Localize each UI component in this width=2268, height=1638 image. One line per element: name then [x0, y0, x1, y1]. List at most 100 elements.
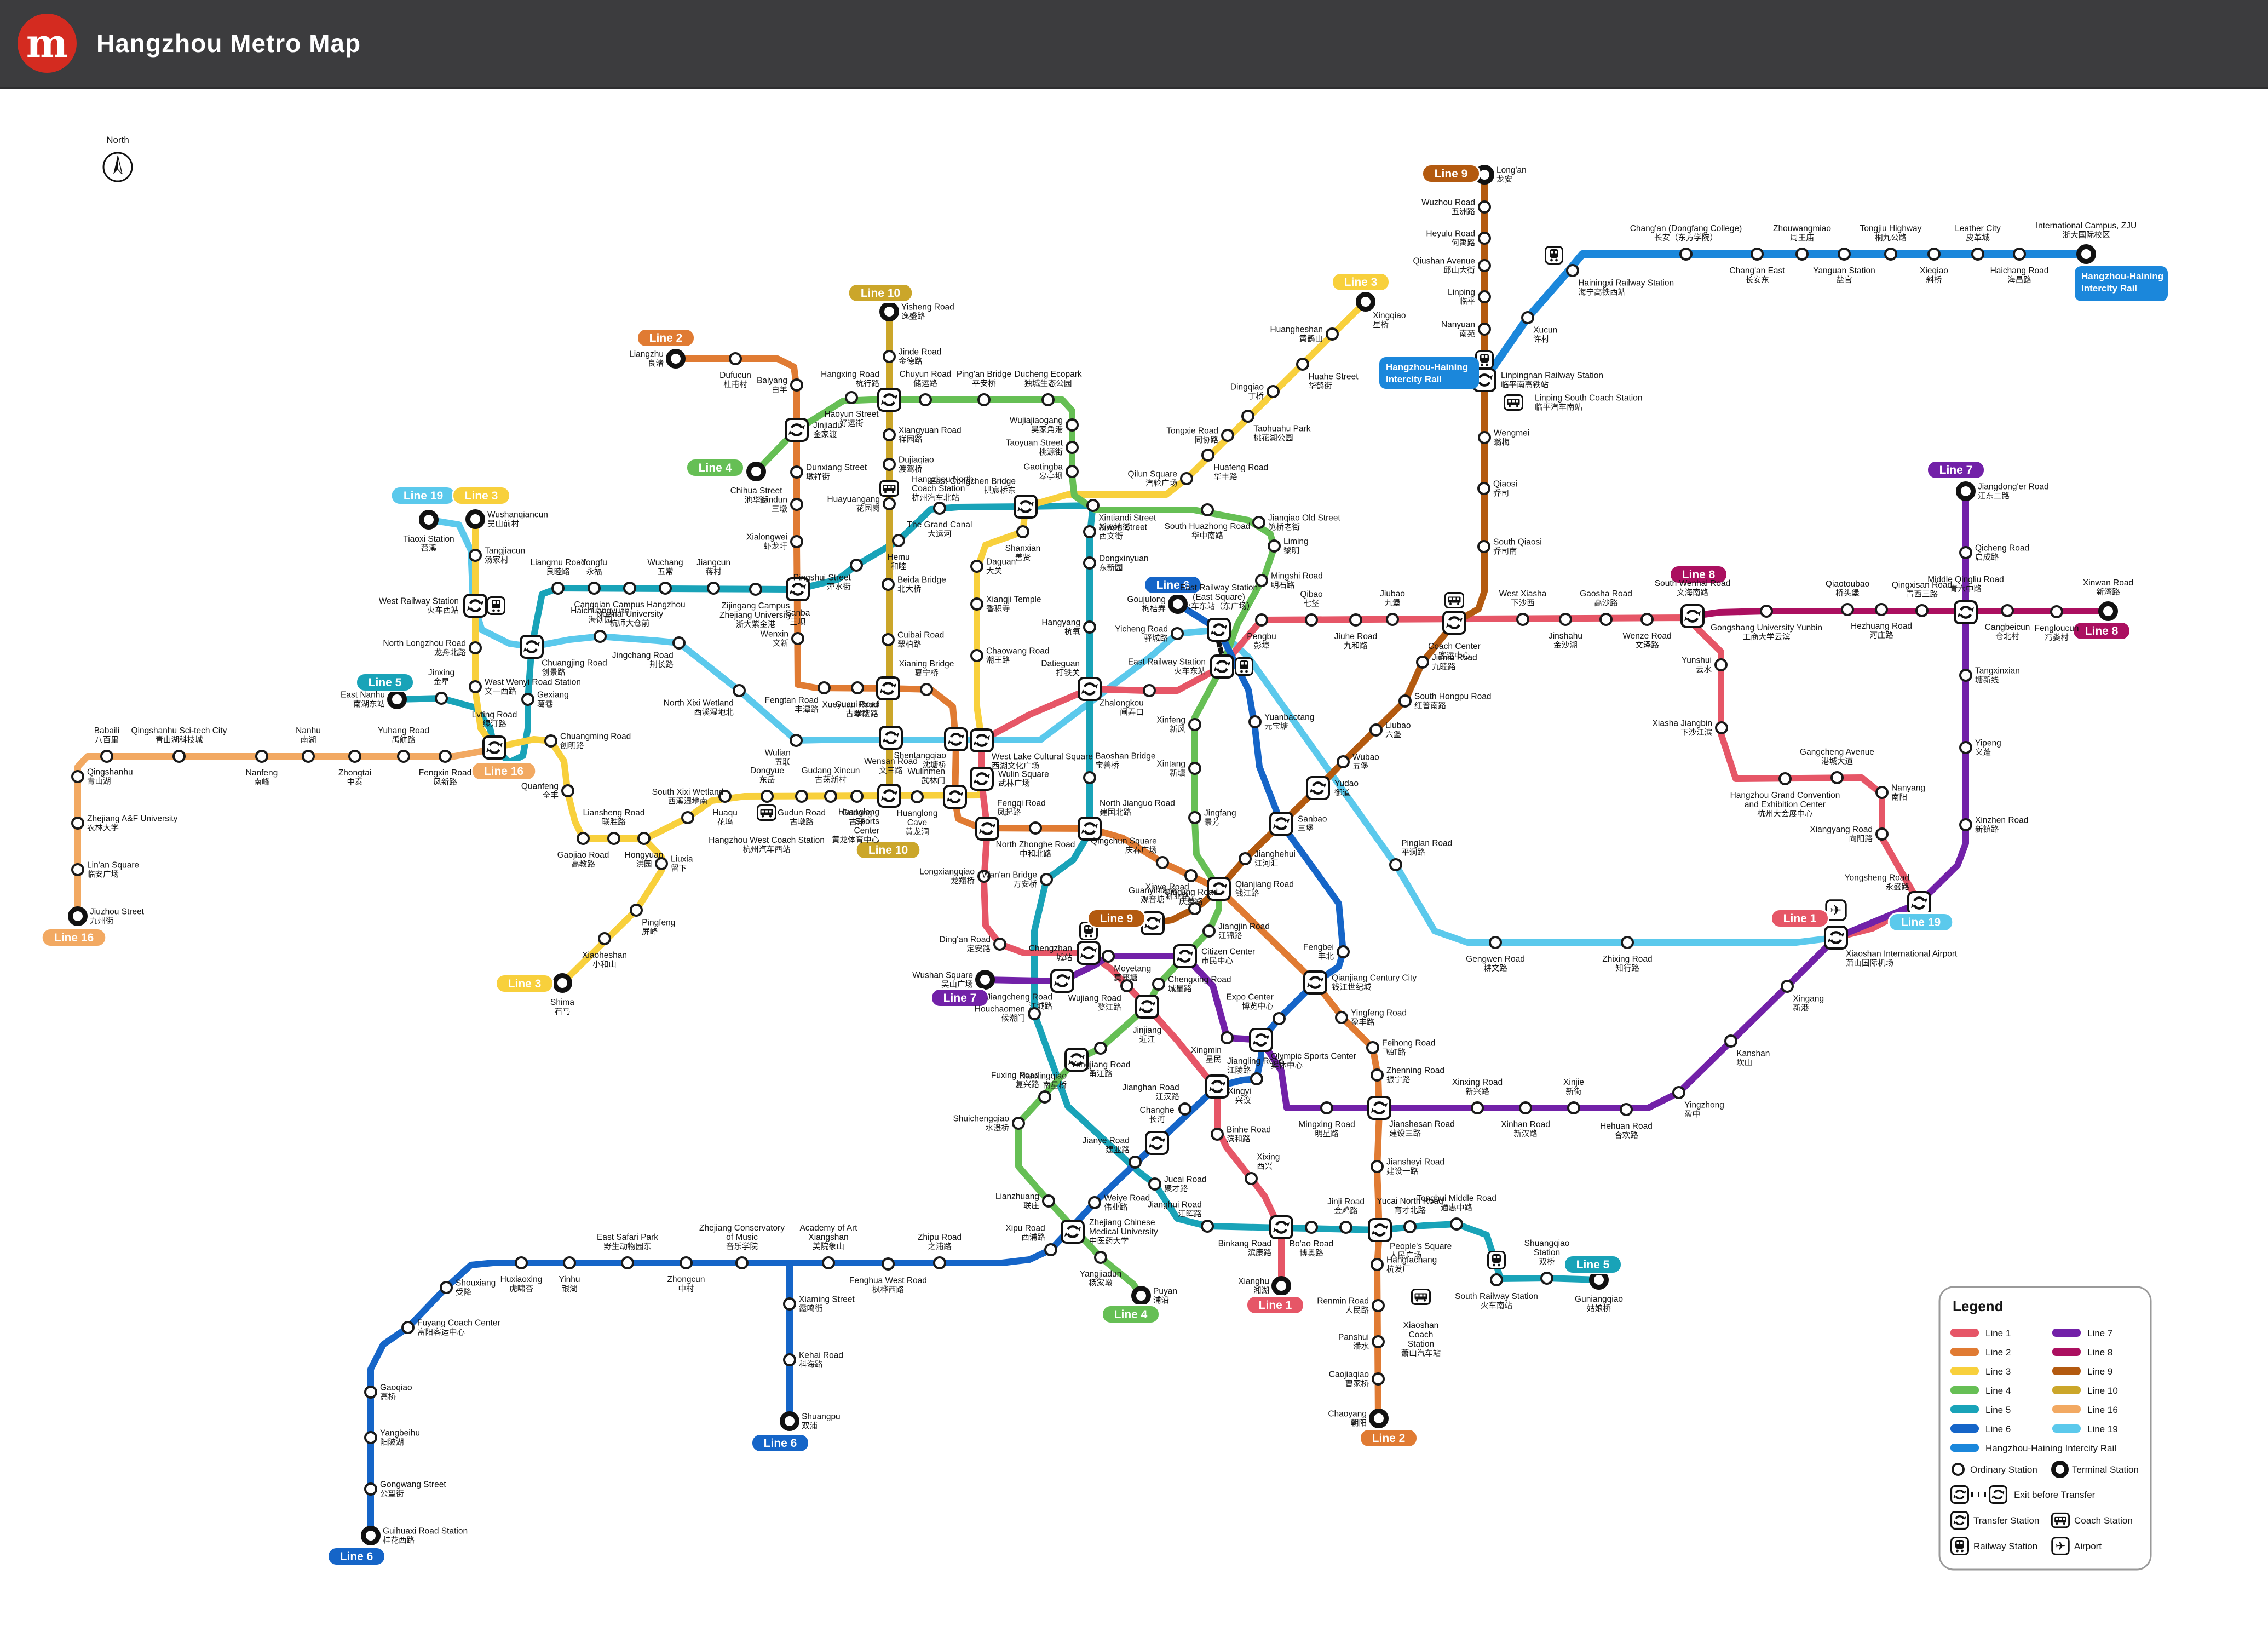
- station-chang-an-dongfang-college[interactable]: [1679, 248, 1693, 261]
- station-huanglong-cave[interactable]: [911, 790, 924, 803]
- station-lin-an-square[interactable]: [71, 863, 84, 876]
- station-zhongtai[interactable]: [348, 750, 361, 763]
- station-international-campus-zju[interactable]: [2076, 244, 2096, 264]
- station-longxiangqiao[interactable]: [977, 870, 991, 883]
- station-liubao[interactable]: [1369, 723, 1383, 737]
- station-jinde-road[interactable]: [883, 350, 896, 363]
- station-jinxing[interactable]: [435, 692, 448, 705]
- station-qingxisan-road[interactable]: [1915, 604, 1929, 617]
- station-dongxinyuan[interactable]: [1083, 556, 1096, 570]
- station-liming[interactable]: [1268, 539, 1281, 553]
- station-xipu-road[interactable]: [1044, 1243, 1057, 1256]
- station-coach-center[interactable]: [1443, 612, 1465, 634]
- station-dingqiao[interactable]: [1267, 385, 1280, 398]
- station-ding-an-road[interactable]: [993, 938, 1006, 951]
- station-gaoqiao[interactable]: [364, 1386, 377, 1399]
- station-zhalongkou[interactable]: [1143, 684, 1156, 697]
- station-yucai-north-road[interactable]: [1403, 1220, 1417, 1233]
- station-jucai-road[interactable]: [1148, 1177, 1161, 1191]
- station-yisheng-road[interactable]: [879, 302, 899, 321]
- station-qilun-square[interactable]: [1180, 472, 1193, 485]
- station-huanglong-sports-center[interactable]: [878, 785, 900, 807]
- station-east-nanhu[interactable]: [387, 689, 407, 709]
- station-xianghu[interactable]: [1271, 1276, 1291, 1296]
- station-chuyun-road[interactable]: [919, 393, 932, 406]
- station-jiuzhou-street[interactable]: [68, 906, 88, 926]
- station-liuxia[interactable]: [655, 857, 668, 870]
- station-chengzhan[interactable]: [1078, 942, 1100, 964]
- station-wensan-road[interactable]: [880, 727, 902, 749]
- station-chuangming-road[interactable]: [544, 734, 557, 748]
- station-fuyang-coach-center[interactable]: [401, 1321, 415, 1334]
- station-huafeng-road[interactable]: [1201, 449, 1214, 462]
- station-xinye-road[interactable]: [1188, 902, 1201, 915]
- station-qiushan-avenue[interactable]: [1478, 259, 1491, 272]
- station-wushan-square[interactable]: [975, 970, 995, 990]
- station-west-wenyi-road-station[interactable]: [469, 680, 482, 693]
- station-liangzhu[interactable]: [666, 349, 686, 369]
- station-qingling-road[interactable]: [1184, 869, 1198, 882]
- station-panshui[interactable]: [1372, 1335, 1385, 1348]
- station-shanxian[interactable]: [1016, 525, 1029, 538]
- station-middle-qingliu-road[interactable]: [1955, 601, 1977, 623]
- station-expo-center[interactable]: [1273, 1012, 1286, 1025]
- station-yongjiang-road[interactable]: [1094, 1042, 1107, 1055]
- station-tonghui-middle-road[interactable]: [1450, 1217, 1463, 1231]
- station-xiangyuan-road[interactable]: [883, 428, 896, 441]
- station-jiangcheng-road[interactable]: [1051, 970, 1073, 992]
- station-jiangjin-road[interactable]: [1202, 924, 1216, 938]
- station-qingshanhu-sci-tech-city[interactable]: [172, 750, 186, 763]
- station-baiyang[interactable]: [790, 378, 803, 392]
- station-xingang[interactable]: [1781, 980, 1794, 993]
- station-olympic-sports-center[interactable]: [1250, 1029, 1272, 1051]
- station-gongshang-university-yunbin[interactable]: [1760, 605, 1773, 618]
- station-jinjiang[interactable]: [1136, 996, 1158, 1018]
- station-binkang-road[interactable]: [1270, 1216, 1292, 1238]
- station-nanyuan[interactable]: [1478, 323, 1491, 336]
- station-chaoyang[interactable]: [1369, 1409, 1389, 1428]
- station-haichuangyuan[interactable]: [594, 630, 607, 643]
- station-the-grand-canal[interactable]: [933, 502, 946, 515]
- station-zijingang-campus-zhejiang-university[interactable]: [749, 583, 762, 596]
- station-wubao[interactable]: [1337, 755, 1350, 768]
- station-hehuan-road[interactable]: [1620, 1103, 1633, 1116]
- station-gaotingba[interactable]: [1066, 465, 1079, 478]
- station-gaosha-road[interactable]: [1599, 613, 1613, 626]
- station-fuxing-road[interactable]: [1038, 1090, 1051, 1104]
- station-xingqiao[interactable]: [1356, 292, 1375, 312]
- station-yongsheng-road[interactable]: [1908, 892, 1930, 914]
- station-lvting-road[interactable]: [483, 737, 505, 758]
- station-jiuhe-road[interactable]: [1349, 613, 1362, 627]
- station-yuhang-road[interactable]: [397, 750, 410, 763]
- station-jiansheyi-road[interactable]: [1371, 1160, 1384, 1173]
- station-jianghui-road[interactable]: [1201, 1220, 1214, 1233]
- station-haoyun-street[interactable]: [845, 391, 858, 404]
- station-xiwen-street[interactable]: [1083, 525, 1096, 538]
- station-yuanbaotang[interactable]: [1248, 715, 1262, 728]
- station-east-gongchen-bridge[interactable]: [1015, 496, 1037, 518]
- station-chengxing-road[interactable]: [1152, 978, 1165, 991]
- station-wujiang-road[interactable]: [1120, 979, 1133, 992]
- station-xinfeng[interactable]: [1188, 718, 1201, 731]
- station-qianjiang-century-city[interactable]: [1304, 972, 1326, 993]
- station-xinwan-road[interactable]: [2098, 601, 2118, 621]
- station-pingshui-street[interactable]: [850, 559, 863, 572]
- station-lianzhuang[interactable]: [1042, 1194, 1055, 1208]
- station-shouxiang[interactable]: [440, 1281, 453, 1294]
- station-south-wenhai-road[interactable]: [1682, 605, 1703, 627]
- station-qingchun-square[interactable]: [1156, 856, 1169, 869]
- station-jinjiadu[interactable]: [786, 419, 808, 441]
- station-xintiandi-street[interactable]: [1086, 499, 1100, 512]
- station-xixing[interactable]: [1245, 1172, 1258, 1185]
- station-dujiaqiao[interactable]: [883, 458, 896, 471]
- station-taoyuan-street[interactable]: [1066, 441, 1079, 454]
- station-zhixing-road[interactable]: [1621, 936, 1634, 949]
- station-beida-bridge[interactable]: [882, 578, 895, 591]
- station-qicheng-road[interactable]: [1959, 546, 1972, 559]
- station-guniangqiao[interactable]: [1589, 1270, 1609, 1290]
- station-cuibai-road[interactable]: [882, 633, 895, 646]
- station-gudun-road[interactable]: [795, 790, 808, 803]
- station-xinxing-road[interactable]: [1471, 1101, 1484, 1114]
- station-sanbao[interactable]: [1270, 813, 1292, 835]
- station-jiangcun[interactable]: [707, 582, 720, 595]
